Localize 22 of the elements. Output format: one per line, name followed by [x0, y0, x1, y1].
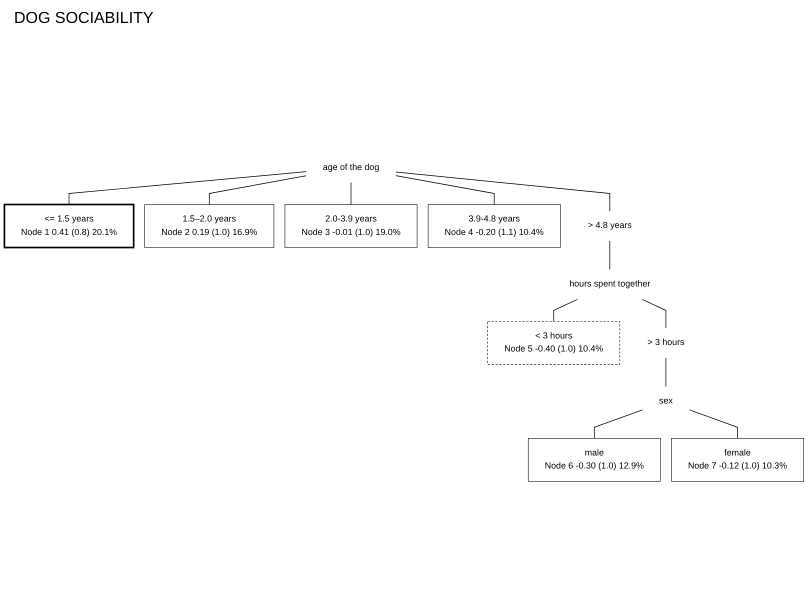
- node-box: male Node 6 -0.30 (1.0) 12.9%: [528, 438, 661, 482]
- node-text: sex: [659, 396, 673, 406]
- node-text: > 4.8 years: [588, 221, 632, 230]
- node-box: female Node 7 -0.12 (1.0) 10.3%: [671, 438, 804, 482]
- node-text: age of the dog: [322, 162, 380, 172]
- connector: [395, 172, 610, 212]
- connector: [688, 409, 738, 439]
- node-box: 3.9-4.8 years Node 4 -0.20 (1.1) 10.4%: [428, 204, 561, 248]
- connector: [395, 175, 495, 205]
- diagram-title: DOG SOCIABILITY: [14, 10, 154, 28]
- node-box: <= 1.5 years Node 1 0.41 (0.8) 20.1%: [4, 204, 134, 248]
- node-text: > 3 hours: [647, 338, 684, 348]
- connector: [68, 171, 307, 205]
- connector: [553, 299, 578, 322]
- connector: [594, 409, 643, 439]
- connector: [609, 240, 610, 270]
- connector: [208, 175, 307, 205]
- node-text: hours spent together: [569, 280, 650, 289]
- node-box: 1.5–2.0 years Node 2 0.19 (1.0) 16.9%: [144, 204, 274, 248]
- connector: [350, 182, 352, 205]
- node-box: < 3 hours Node 5 -0.40 (1.0) 10.4%: [487, 321, 620, 365]
- node-box: 2.0-3.9 years Node 3 -0.01 (1.0) 19.0%: [284, 204, 418, 248]
